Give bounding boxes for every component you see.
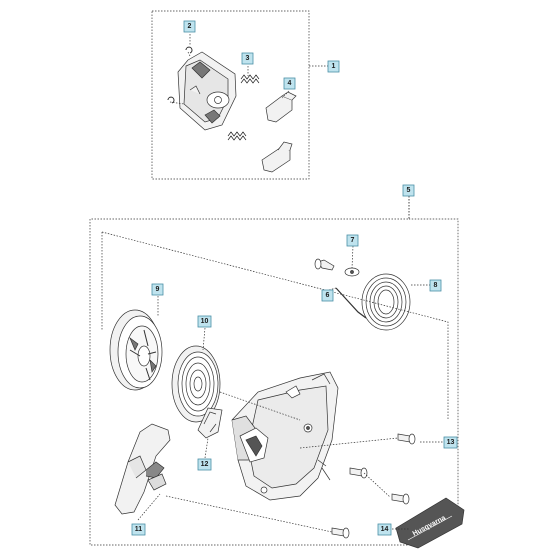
callout-5[interactable]: 5 <box>402 184 415 197</box>
callout-4[interactable]: 4 <box>283 77 296 90</box>
callout-2-label: 2 <box>188 23 192 30</box>
callout-7-label: 7 <box>351 237 355 244</box>
pawl-housing <box>177 51 237 131</box>
callout-6[interactable]: 6 <box>321 289 334 302</box>
upper-leaders <box>189 34 328 99</box>
decal-14 <box>395 497 465 549</box>
callout-5-label: 5 <box>407 187 411 194</box>
starter-housing <box>231 371 339 501</box>
callout-13-label: 13 <box>447 439 455 446</box>
callout-6-label: 6 <box>326 292 330 299</box>
assembly-5-box <box>89 196 459 546</box>
callout-13[interactable]: 13 <box>443 436 458 449</box>
assembly-1-box <box>151 10 310 180</box>
callout-11-label: 11 <box>135 526 143 533</box>
callout-1-label: 1 <box>332 63 336 70</box>
callout-12-label: 12 <box>201 461 209 468</box>
callout-10-label: 10 <box>201 318 209 325</box>
callout-8[interactable]: 8 <box>429 279 442 292</box>
washer-screw-6-7 <box>314 258 360 277</box>
recoil-spring-8 <box>335 273 411 331</box>
spring-3 <box>227 74 260 141</box>
callout-7[interactable]: 7 <box>346 234 359 247</box>
callout-3[interactable]: 3 <box>241 52 254 65</box>
screw-13 <box>331 433 416 539</box>
callout-3-label: 3 <box>246 55 250 62</box>
callout-1[interactable]: 1 <box>327 60 340 73</box>
callout-8-label: 8 <box>434 282 438 289</box>
callout-14[interactable]: 14 <box>377 523 392 536</box>
spring-cassette-10 <box>171 345 221 423</box>
handle-11 <box>114 423 171 515</box>
circlip-2 <box>167 46 193 105</box>
callout-12[interactable]: 12 <box>197 458 212 471</box>
pawl-4 <box>261 91 297 173</box>
callout-11[interactable]: 11 <box>131 523 146 536</box>
callout-9[interactable]: 9 <box>151 283 164 296</box>
lower-leaders <box>137 196 444 533</box>
starter-pulley-9 <box>109 309 163 391</box>
rope-guide-12 <box>197 407 223 439</box>
callout-10[interactable]: 10 <box>197 315 212 328</box>
callout-14-label: 14 <box>381 526 389 533</box>
callout-4-label: 4 <box>288 80 292 87</box>
callout-9-label: 9 <box>156 286 160 293</box>
callout-2[interactable]: 2 <box>183 20 196 33</box>
